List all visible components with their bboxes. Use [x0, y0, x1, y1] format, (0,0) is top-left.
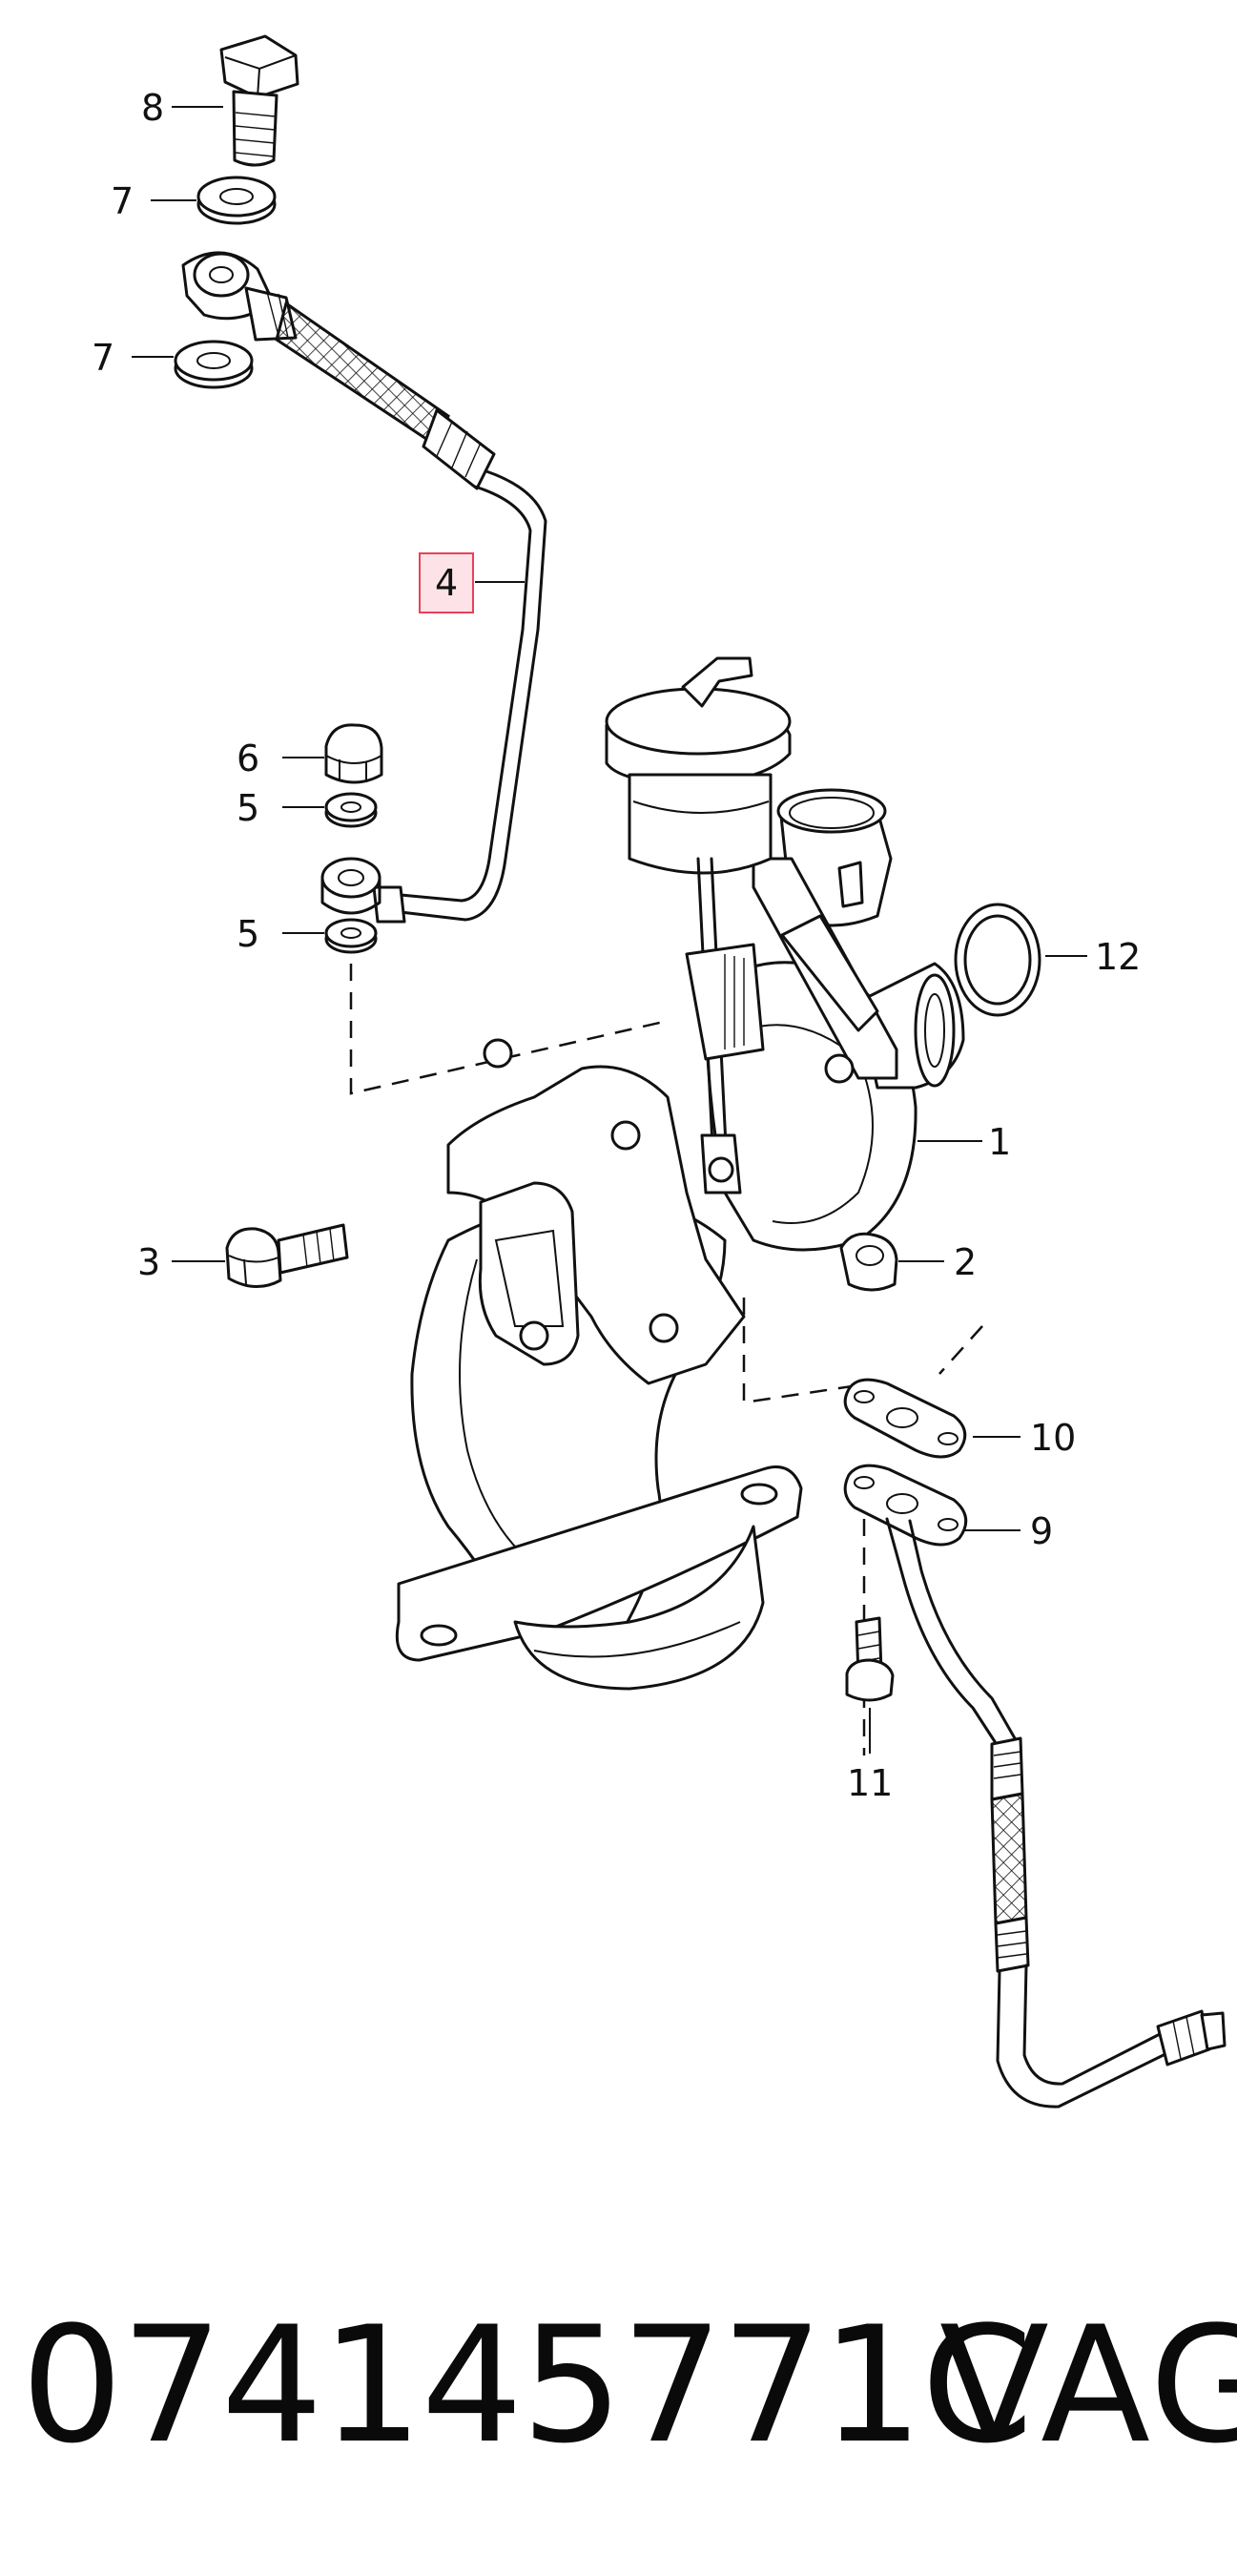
bolt-part: [225, 1223, 349, 1288]
callout-6: 6: [237, 737, 259, 779]
callout-12: 12: [1095, 936, 1141, 978]
callout-4: 4: [435, 562, 458, 604]
caption-bar: 074145771C VAG: [0, 2295, 1237, 2476]
cap-nut-part: [324, 723, 383, 784]
callout-2: 2: [954, 1241, 977, 1283]
callout-highlight-box: [419, 552, 474, 613]
nut-part: [839, 1232, 898, 1292]
oil-return-line: [843, 1464, 1227, 2109]
turbocharger-part: [395, 656, 965, 1691]
callout-11: 11: [847, 1762, 893, 1804]
part-number-text: 074145771C: [21, 2292, 1033, 2479]
callout-10: 10: [1030, 1417, 1076, 1459]
callout-labels: 8 7 7 4 6 5 5 12 1 3 2 10 9 11: [92, 87, 1141, 1804]
sealing-washer-lower: [174, 340, 254, 389]
callout-leaders: [132, 106, 1087, 1754]
callout-7-lower: 7: [92, 337, 114, 379]
callout-5-lower: 5: [237, 913, 259, 955]
callout-1: 1: [988, 1121, 1011, 1163]
bolt-part-lower: [845, 1616, 895, 1702]
callout-8: 8: [141, 87, 164, 129]
callout-7-upper: 7: [111, 180, 134, 222]
gasket-part: [843, 1378, 967, 1459]
o-ring-part: [954, 903, 1041, 1017]
brand-text: VAG: [939, 2292, 1237, 2479]
washer-lower: [324, 918, 378, 954]
banjo-bolt-part: [219, 34, 299, 167]
sealing-washer-upper: [196, 176, 277, 225]
oil-supply-line: [181, 251, 547, 924]
callout-9: 9: [1030, 1510, 1053, 1552]
callout-5-upper: 5: [237, 787, 259, 829]
callout-3: 3: [137, 1241, 160, 1283]
washer-upper: [324, 792, 378, 828]
